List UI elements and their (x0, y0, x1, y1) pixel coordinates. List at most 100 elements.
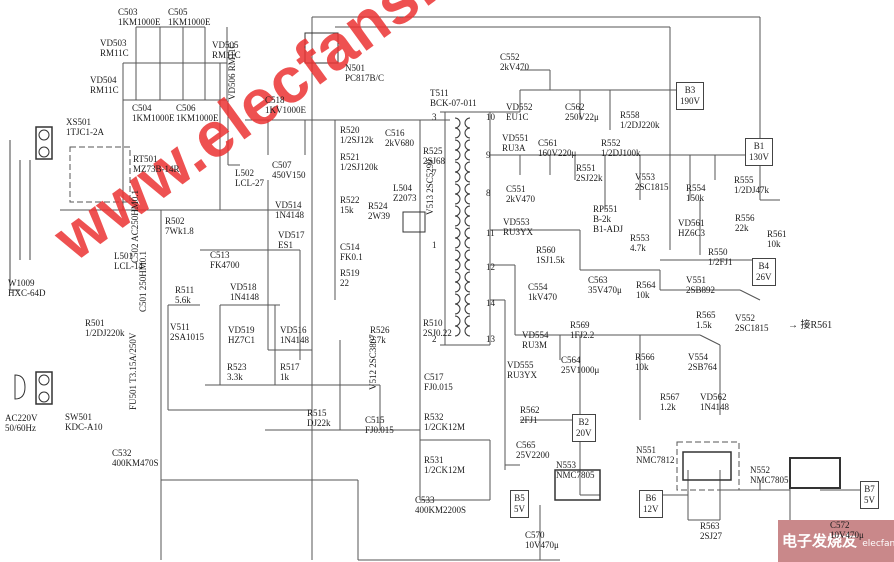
transistor-v513 (402, 211, 426, 233)
logo-cn: 电子发烧友 (782, 532, 858, 550)
transformer-coil (454, 271, 461, 293)
component-label-line: C504 (132, 103, 152, 113)
component-label-line: VD517 (278, 230, 305, 240)
output-b7-name: B7 (864, 484, 875, 494)
component-label-line: PC817B/C (345, 73, 385, 83)
rt501-outline (69, 146, 131, 203)
component-label-line: 7Wk1.8 (165, 226, 194, 236)
component-label-line: DJ22k (307, 418, 331, 428)
component-label-line: C516 (385, 128, 405, 138)
component-label-line: 1KM1000E (176, 113, 219, 123)
component-label-line: C517 (424, 372, 444, 382)
component-label-line: VD554 (522, 330, 549, 340)
output-b5-name: B5 (514, 493, 525, 503)
component-label-line: R524 (368, 201, 388, 211)
component-label-line: C533 (415, 495, 435, 505)
component-label-line: 1KM1000E (118, 17, 161, 27)
component-label-line: 1N4148 (700, 402, 729, 412)
component-label-line: R561 (767, 229, 787, 239)
component-label-line: C514 (340, 242, 360, 252)
component-label-line: L501 (114, 251, 133, 261)
component-label-line: VD505 (212, 40, 239, 50)
component-label-line: R501 (85, 318, 105, 328)
logo-en: elecfans.com (862, 539, 894, 549)
regulator-n553 (554, 469, 601, 501)
component-label-line: R563 (700, 521, 720, 531)
component-label-line: 2FJ1 (520, 415, 538, 425)
wire (699, 334, 721, 346)
component-label-line: R523 (227, 362, 247, 372)
output-b1-voltage: 130V (749, 152, 769, 162)
component-label-line: 2kV470 (500, 62, 529, 72)
component-label-line: W1009 (8, 278, 35, 288)
component-label-line: EU1C (506, 112, 529, 122)
component-label-line: 2SJ27 (700, 531, 723, 541)
component-label-line: C532 (112, 448, 132, 458)
component-label-line: FK0.1 (340, 252, 363, 262)
component-label-line: VD514 (275, 200, 302, 210)
component-label-line: C518 (265, 95, 285, 105)
component-label-line: V551 (686, 275, 706, 285)
output-b2-voltage: 20V (576, 428, 592, 438)
ac-plug-icon (14, 374, 26, 400)
component-label-line: 1SJ1.5k (536, 255, 565, 265)
component-label-line: L502 (235, 168, 254, 178)
component-label-line: 1k (280, 372, 289, 382)
transformer-coil (454, 227, 461, 249)
transformer-coil (464, 161, 471, 183)
component-label-line: 2.7k (370, 335, 386, 345)
component-label-line: 1/2SJ120k (340, 162, 379, 172)
transformer-pin-label: 12 (486, 262, 495, 272)
transformer-pin-label: 8 (486, 188, 491, 198)
component-label-line: 1KM1000E (168, 17, 211, 27)
component-label-line: RM11C (212, 50, 241, 60)
component-label-line: 1KV1000E (265, 105, 306, 115)
component-label-line: VD561 (678, 218, 705, 228)
transformer-coil (454, 161, 461, 183)
transformer-pin-label: 9 (486, 150, 491, 160)
component-label-line: R517 (280, 362, 300, 372)
component-label-line: RU3YX (507, 370, 538, 380)
output-b1-name: B1 (753, 141, 765, 151)
component-label-line: R565 (696, 310, 716, 320)
component-label-line: 1/2SJ12k (340, 135, 374, 145)
component-label-line: 1kV470 (528, 292, 557, 302)
component-label-vd506: VD506 RM11C (227, 43, 237, 100)
component-label-line: T511 (430, 88, 449, 98)
component-label-line: LCL-27 (235, 178, 264, 188)
transformer-coil (454, 205, 461, 227)
component-label-line: VD506 RM11C (227, 42, 237, 100)
component-label-line: 3.3k (227, 372, 243, 382)
component-label-line: VD504 (90, 75, 117, 85)
transformer-pin-label: 7 (432, 168, 437, 178)
component-label-line: BCK-07-011 (430, 98, 477, 108)
component-label-line: FU501 T3.15A/250V (128, 332, 138, 410)
component-label-line: RM11C (100, 48, 129, 58)
